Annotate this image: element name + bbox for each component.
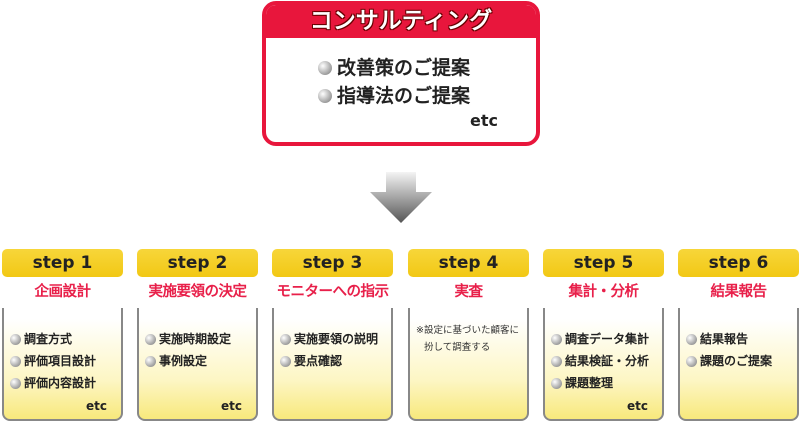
step-etc: etc (221, 399, 242, 413)
step-title: モニターへの指示 (276, 284, 390, 300)
bullet-icon (551, 333, 562, 345)
step-label: step 1 (2, 249, 123, 277)
step-item: 課題のご提案 (686, 350, 797, 372)
step-item-label: 実施時期設定 (159, 332, 232, 346)
step-item-label: 調査方式 (24, 332, 73, 346)
bullet-icon (318, 61, 332, 75)
bullet-icon (280, 355, 291, 367)
note-line: ※設定に基づいた顧客に (416, 325, 519, 336)
bullet-icon (686, 355, 697, 367)
bullet-icon (686, 333, 697, 345)
bullet-icon (145, 355, 156, 367)
consulting-etc: etc (470, 111, 498, 130)
consulting-item: 指導法のご提案 (318, 82, 536, 110)
step-item: 結果検証・分析 (551, 350, 662, 372)
down-arrow-icon (370, 172, 432, 223)
step-label: step 3 (272, 249, 393, 277)
consulting-item: 改善策のご提案 (318, 54, 536, 82)
step-item-label: 結果報告 (700, 332, 749, 346)
step-item-label: 結果検証・分析 (565, 354, 650, 368)
step-5: step 5 集計・分析 調査データ集計結果検証・分析課題整理 etc (543, 249, 664, 421)
step-item: 課題整理 (551, 372, 662, 394)
step-2: step 2 実施要領の決定 実施時期設定事例設定 etc (137, 249, 258, 421)
step-body: 実施時期設定事例設定 etc (137, 308, 258, 421)
bullet-icon (551, 355, 562, 367)
step-item: 事例設定 (145, 350, 256, 372)
step-item-label: 評価項目設計 (24, 354, 97, 368)
step-label: step 4 (408, 249, 529, 277)
step-item-label: 評価内容設計 (24, 376, 97, 390)
step-body: 調査方式評価項目設計評価内容設計 etc (2, 308, 123, 421)
step-item: 評価内容設計 (10, 372, 121, 394)
step-body: 調査データ集計結果検証・分析課題整理 etc (543, 308, 664, 421)
step-6: step 6 結果報告 結果報告課題のご提案 (678, 249, 799, 421)
step-item: 実施時期設定 (145, 328, 256, 350)
step-body: 実施要領の説明要点確認 (272, 308, 393, 421)
step-item-label: 要点確認 (294, 354, 343, 368)
bullet-icon (551, 377, 562, 389)
step-1: step 1 企画設計 調査方式評価項目設計評価内容設計 etc (2, 249, 123, 421)
step-title: 集計・分析 (568, 284, 640, 300)
step-body: 結果報告課題のご提案 (678, 308, 799, 421)
bullet-icon (10, 333, 21, 345)
step-label: step 6 (678, 249, 799, 277)
step-title: 企画設計 (34, 284, 92, 300)
step-etc: etc (627, 399, 648, 413)
bullet-icon (145, 333, 156, 345)
step-etc: etc (86, 399, 107, 413)
step-note: ※設定に基づいた顧客に扮して調査する (416, 322, 527, 356)
bullet-icon (318, 89, 332, 103)
step-label: step 2 (137, 249, 258, 277)
step-body: ※設定に基づいた顧客に扮して調査する (408, 308, 529, 421)
step-title: 結果報告 (710, 284, 768, 300)
step-item-label: 調査データ集計 (565, 332, 650, 346)
consulting-item-label: 指導法のご提案 (337, 85, 471, 107)
step-item-label: 事例設定 (159, 354, 208, 368)
step-title: 実査 (454, 284, 484, 300)
note-line: 扮して調査する (424, 342, 491, 353)
bullet-icon (280, 333, 291, 345)
consulting-box: コンサルティング 改善策のご提案 指導法のご提案 etc (262, 1, 540, 146)
step-4: step 4 実査 ※設定に基づいた顧客に扮して調査する (408, 249, 529, 421)
step-item-label: 課題整理 (565, 376, 614, 390)
step-item: 結果報告 (686, 328, 797, 350)
step-3: step 3 モニターへの指示 実施要領の説明要点確認 (272, 249, 393, 421)
step-item: 調査方式 (10, 328, 121, 350)
step-item-label: 実施要領の説明 (294, 332, 379, 346)
step-item: 実施要領の説明 (280, 328, 391, 350)
step-title: 実施要領の決定 (148, 284, 248, 300)
consulting-item-label: 改善策のご提案 (337, 57, 471, 79)
step-item: 調査データ集計 (551, 328, 662, 350)
consulting-title: コンサルティング (266, 5, 536, 38)
step-label: step 5 (543, 249, 664, 277)
step-item: 評価項目設計 (10, 350, 121, 372)
step-item-label: 課題のご提案 (700, 354, 773, 368)
bullet-icon (10, 355, 21, 367)
step-item: 要点確認 (280, 350, 391, 372)
bullet-icon (10, 377, 21, 389)
